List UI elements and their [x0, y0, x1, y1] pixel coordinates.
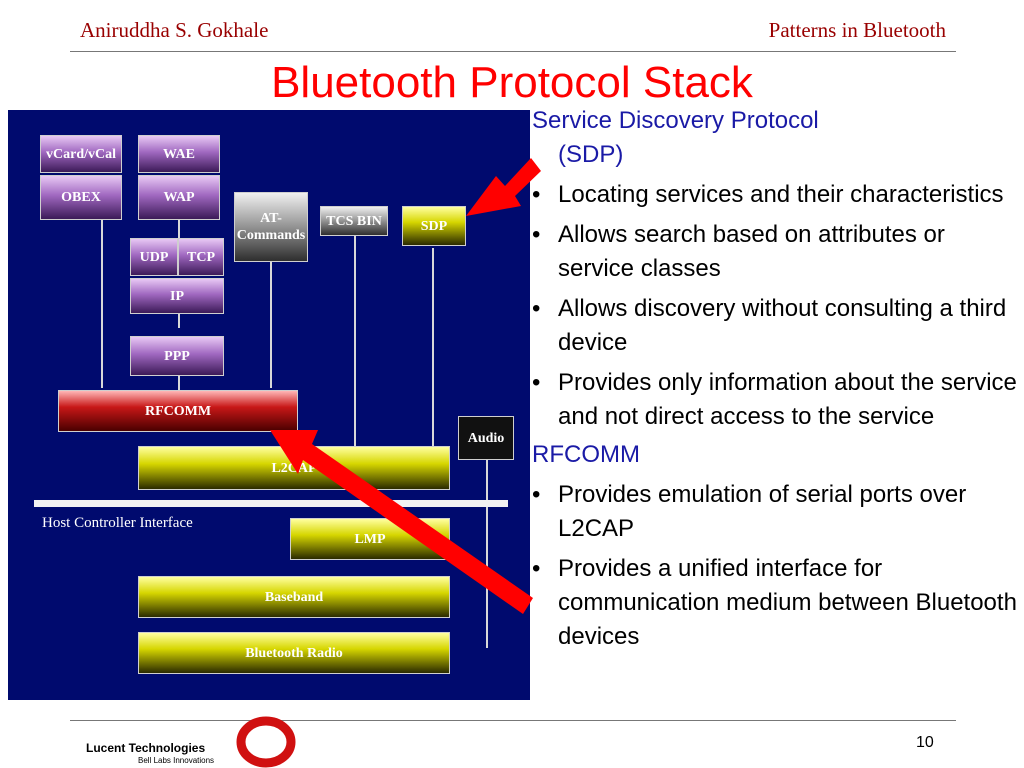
list-item: Allows search based on attributes or ser…	[532, 218, 1020, 286]
rfcomm-block: RFCOMM	[58, 390, 298, 432]
rfcomm-bullet-list: Provides emulation of serial ports over …	[532, 478, 1020, 654]
ip-block: IP	[130, 278, 224, 314]
baseband-block: Baseband	[138, 576, 450, 618]
bluetooth-radio-block: Bluetooth Radio	[138, 632, 450, 674]
ppp-block: PPP	[130, 336, 224, 376]
header-author: Aniruddha S. Gokhale	[80, 18, 269, 42]
footer-rule	[70, 720, 956, 721]
list-item: Provides a unified interface for communi…	[532, 552, 1020, 654]
sdp-heading: Service Discovery Protocol	[532, 107, 819, 134]
header-rule	[70, 51, 956, 52]
tcp-block: TCP	[178, 238, 224, 276]
vcard-block: vCard/vCal	[40, 135, 122, 173]
sdp-heading-abbrev: (SDP)	[558, 141, 624, 168]
list-item: Allows discovery without consulting a th…	[532, 292, 1020, 360]
connector-line	[178, 220, 180, 238]
wae-block: WAE	[138, 135, 220, 173]
tcs-bin-block: TCS BIN	[320, 206, 388, 236]
connector-line	[178, 310, 180, 328]
lmp-block: LMP	[290, 518, 450, 560]
header-topic: Patterns in Bluetooth	[768, 18, 946, 42]
list-item: Provides only information about the serv…	[532, 366, 1020, 434]
company-tagline: Bell Labs Innovations	[138, 756, 215, 765]
wap-block: WAP	[138, 175, 220, 220]
lucent-logo-icon	[236, 716, 296, 768]
at-commands-block: AT- Commands	[234, 192, 308, 262]
slide-title: Bluetooth Protocol Stack	[271, 58, 753, 107]
connector-line	[178, 374, 180, 390]
sdp-bullet-list: Locating services and their characterist…	[532, 178, 1020, 434]
company-name: Lucent Technologies	[86, 741, 206, 755]
connector-line	[432, 248, 434, 448]
udp-block: UDP	[130, 238, 178, 276]
hci-label: Host Controller Interface	[42, 515, 193, 531]
connector-line	[270, 258, 272, 388]
connector-line	[354, 234, 356, 448]
connector-line	[101, 220, 103, 388]
slide-body: Service Discovery Protocol (SDP) Locatin…	[532, 104, 1020, 654]
sdp-block: SDP	[402, 206, 466, 246]
obex-block: OBEX	[40, 175, 122, 220]
hci-separator	[34, 500, 508, 507]
list-item: Provides emulation of serial ports over …	[532, 478, 1020, 546]
l2cap-block: L2CAP	[138, 446, 450, 490]
page-number: 10	[916, 734, 934, 751]
list-item: Locating services and their characterist…	[532, 178, 1020, 212]
audio-block: Audio	[458, 416, 514, 460]
protocol-stack-diagram: vCard/vCal OBEX WAE WAP AT- Commands TCS…	[8, 110, 530, 700]
rfcomm-heading: RFCOMM	[532, 441, 640, 468]
connector-line	[486, 458, 488, 648]
